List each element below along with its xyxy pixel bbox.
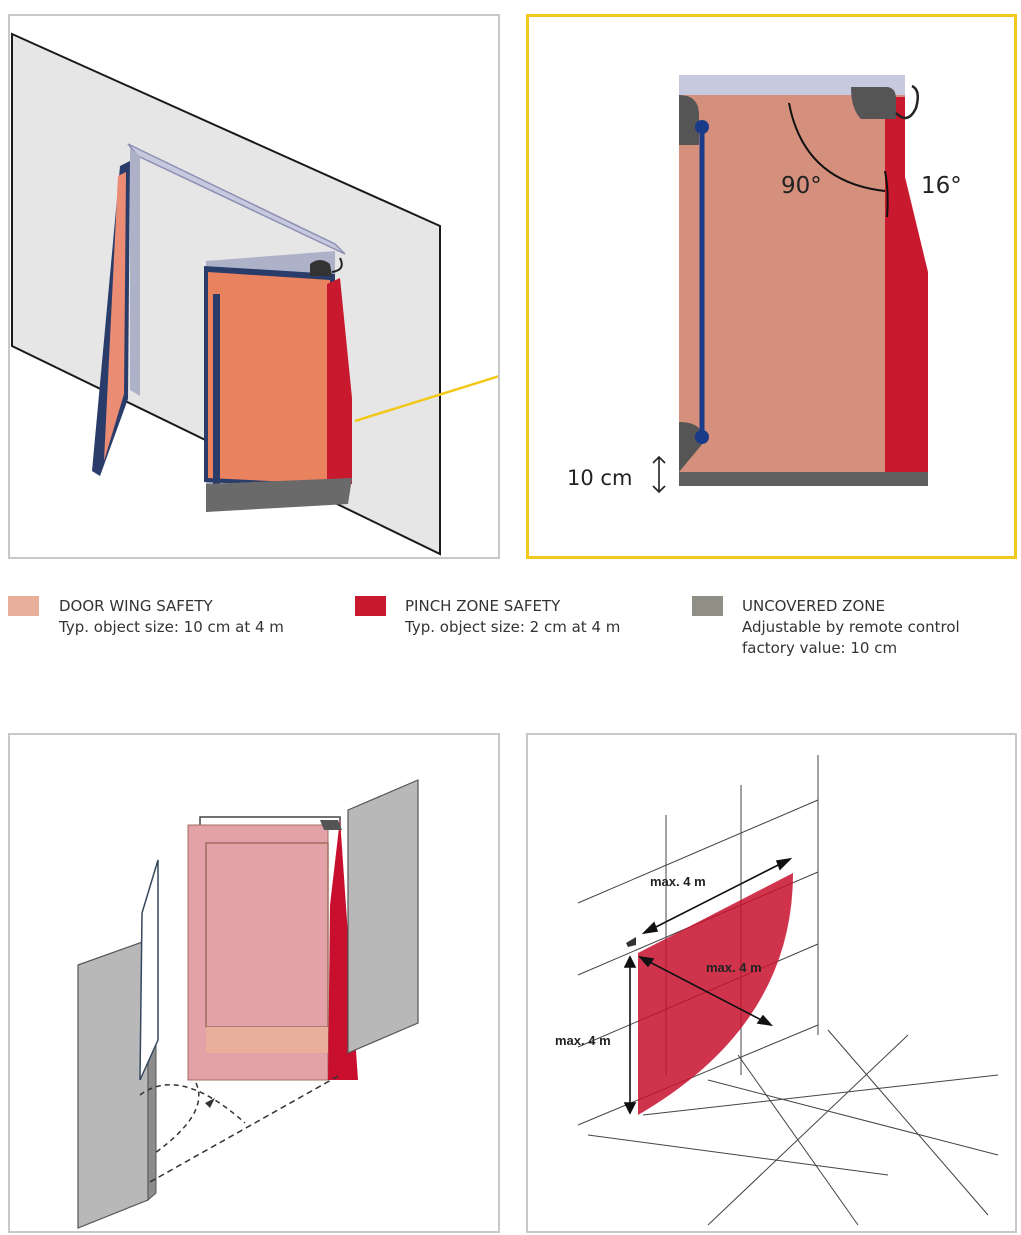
door-wing-zone [679,95,905,485]
legend-swatch-door-wing [8,596,39,616]
uncovered-zone [679,472,928,486]
sweep-line [150,1075,340,1182]
door-wing-3d-panel [8,733,500,1233]
diagonal-label: max. 4 m [706,960,762,975]
height-arrow-icon [625,957,635,1113]
legend-title: DOOR WING SAFETY [59,596,284,617]
angle-16-label: 16° [921,173,962,199]
height-label: max. 4 m [555,1033,611,1048]
sensor-icon [851,87,896,119]
legend-line: Typ. object size: 10 cm at 4 m [59,617,284,638]
pivot-top-dot [695,120,709,134]
swing-path [155,1083,199,1153]
double-arrow-icon [653,457,665,492]
right-door-wing-zone [208,272,330,484]
door-perspective-panel [8,14,500,559]
left-wall-panel [78,940,148,1228]
door-handle [213,294,220,486]
legend-line: Adjustable by remote control [742,617,960,638]
sensor-detail-panel: 90° 16° 10 cm [526,14,1017,559]
sensor-detail-illustration: 90° 16° 10 cm [529,17,1014,556]
arrow-head-icon [205,1098,215,1108]
legend-title: UNCOVERED ZONE [742,596,960,617]
legend-swatch-pinch-zone [355,596,386,616]
angle-90-label: 90° [781,173,822,199]
sensor-icon [626,937,636,947]
uncovered-height-label: 10 cm [567,466,632,490]
width-label: max. 4 m [650,874,706,889]
legend-title: PINCH ZONE SAFETY [405,596,620,617]
legend-line: factory value: 10 cm [742,638,960,659]
door-wing-3d-illustration [10,735,498,1231]
right-wall-panel [348,780,418,1053]
detection-zone [638,873,793,1115]
detection-range-panel: max. 4 m max. 4 m max. 4 m [526,733,1017,1233]
pivot-bottom-dot [695,430,709,444]
legend-swatch-uncovered [692,596,723,616]
uncovered-zone [206,478,352,512]
left-door-leaf [140,860,158,1080]
left-jamb [130,148,140,396]
detection-range-illustration: max. 4 m max. 4 m max. 4 m [528,735,1015,1231]
door-perspective-illustration [10,16,498,557]
door-bottom-zone [206,1027,328,1053]
pinch-zone [885,97,928,472]
legend-line: Typ. object size: 2 cm at 4 m [405,617,620,638]
